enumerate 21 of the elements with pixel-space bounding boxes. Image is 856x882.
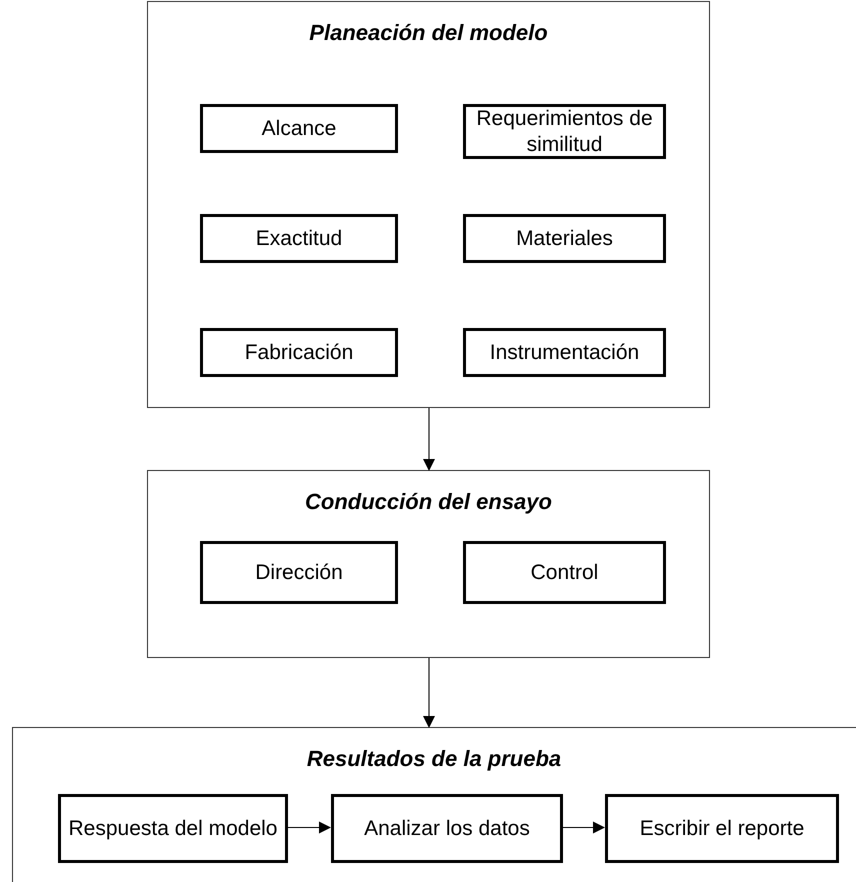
panel-title: Conducción del ensayo: [304, 488, 553, 516]
process-box: Analizar los datos: [331, 794, 563, 863]
group-panel: [147, 1, 710, 408]
arrow: [423, 658, 435, 728]
process-box: Dirección: [200, 541, 398, 604]
process-box: Exactitud: [200, 214, 398, 263]
arrow: [423, 408, 435, 471]
process-box: Alcance: [200, 104, 398, 153]
process-box: Fabricación: [200, 328, 398, 377]
process-box: Materiales: [463, 214, 666, 263]
process-box: Escribir el reporte: [605, 794, 839, 863]
group-panel: [147, 470, 710, 658]
process-box: Control: [463, 541, 666, 604]
panel-title: Resultados de la prueba: [306, 745, 562, 773]
panel-title: Planeación del modelo: [308, 19, 549, 47]
group-panel: [12, 727, 856, 882]
process-box: Instrumentación: [463, 328, 666, 377]
arrow: [562, 822, 605, 834]
process-box: Respuesta del modelo: [58, 794, 288, 863]
arrow: [286, 822, 331, 834]
process-box: Requerimientos de similitud: [463, 104, 666, 159]
